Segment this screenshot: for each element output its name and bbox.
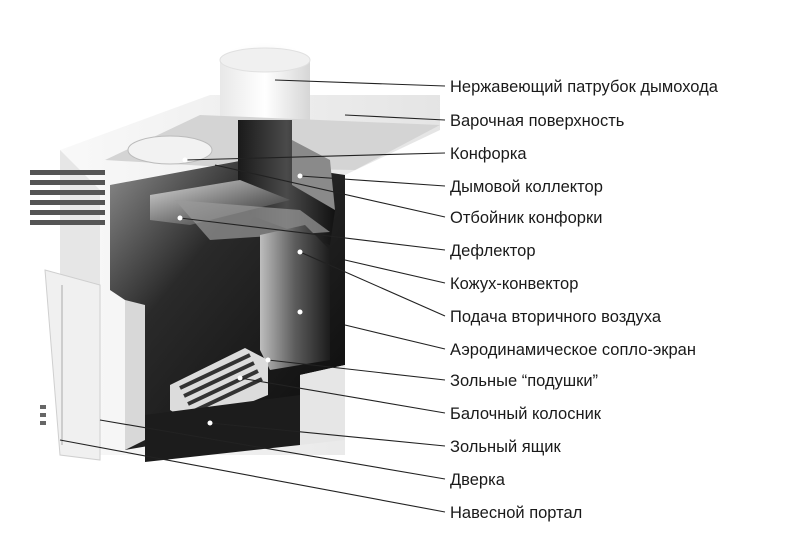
label-deflector: Дефлектор bbox=[450, 242, 536, 260]
label-secondary-air: Подача вторичного воздуха bbox=[450, 308, 662, 326]
nozzle-screen bbox=[260, 225, 330, 370]
leader-secondary-air bbox=[299, 251, 446, 317]
leader-lines bbox=[59, 79, 446, 513]
label-grate: Балочный колосник bbox=[450, 405, 602, 423]
label-door: Дверка bbox=[450, 471, 506, 489]
leader-door bbox=[99, 419, 446, 480]
label-nozzle-screen: Аэродинамическое сопло-экран bbox=[450, 341, 696, 359]
ash-pan bbox=[145, 395, 300, 462]
leader-portal bbox=[59, 439, 446, 513]
label-chimney-pipe: Нержавеющий патрубок дымохода bbox=[450, 78, 719, 96]
label-cooking-surface: Варочная поверхность bbox=[450, 112, 624, 130]
label-smoke-collector: Дымовой коллектор bbox=[450, 178, 603, 196]
hob-reflector bbox=[150, 180, 290, 225]
leader-hotplate bbox=[184, 152, 446, 161]
label-hob-reflector: Отбойник конфорки bbox=[450, 209, 602, 227]
label-ash-cushions: Зольные “подушки” bbox=[450, 372, 598, 390]
label-list: Нержавеющий патрубок дымохода Варочная п… bbox=[450, 78, 719, 522]
leader-ash-pan bbox=[209, 422, 446, 447]
label-hotplate: Конфорка bbox=[450, 145, 527, 163]
grate-bars bbox=[170, 348, 268, 425]
leader-cooking-surface bbox=[344, 114, 446, 121]
label-convector-casing: Кожух-конвектор bbox=[450, 275, 578, 293]
leader-grate bbox=[239, 377, 446, 414]
leader-ash-cushions bbox=[267, 359, 446, 381]
label-portal: Навесной портал bbox=[450, 504, 582, 522]
anchor-dots bbox=[177, 157, 303, 426]
door-portal bbox=[40, 269, 101, 461]
label-ash-pan: Зольный ящик bbox=[450, 438, 562, 456]
leader-chimney-pipe bbox=[274, 79, 446, 87]
leader-deflector bbox=[179, 217, 446, 251]
chimney-pipe bbox=[219, 42, 311, 120]
convection-slats bbox=[30, 170, 105, 225]
leader-smoke-collector bbox=[299, 175, 446, 187]
leader-hob-reflector bbox=[214, 164, 446, 218]
leader-convector bbox=[344, 259, 446, 284]
leader-nozzle-screen bbox=[344, 324, 446, 350]
